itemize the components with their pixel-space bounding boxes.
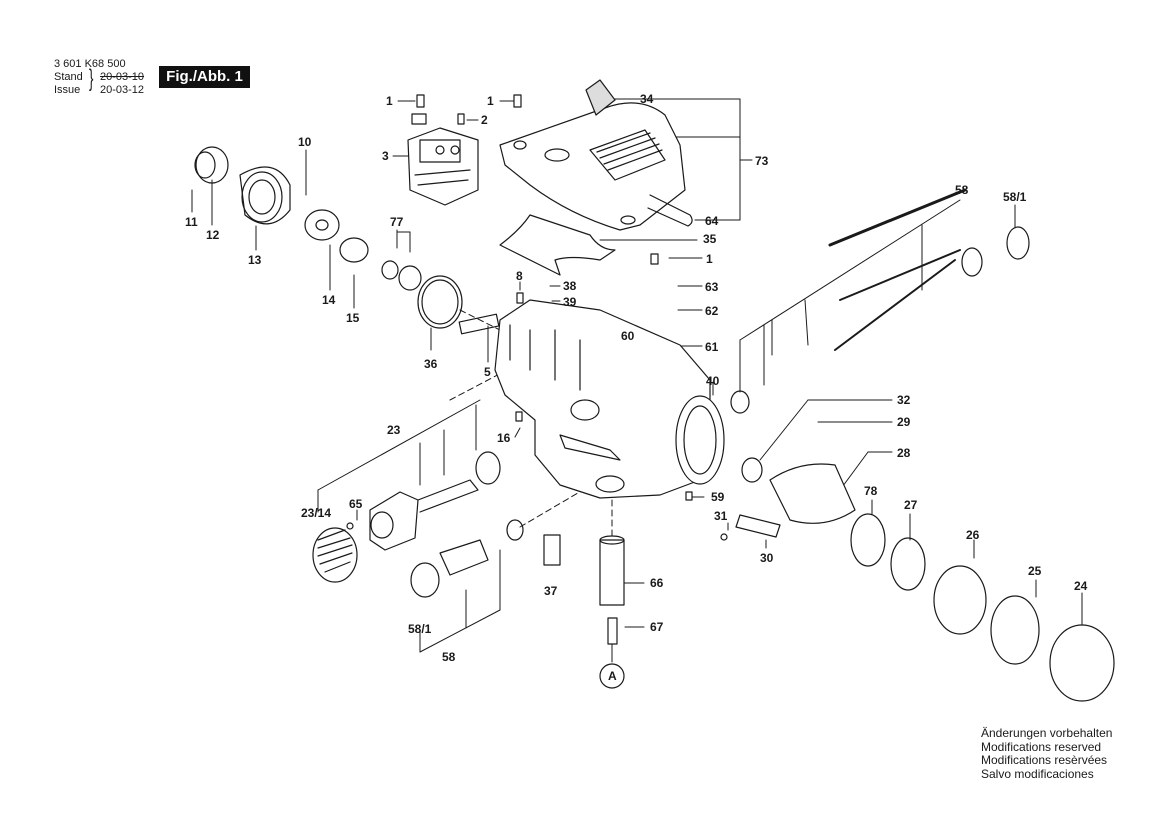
callout-67: 67	[650, 620, 664, 634]
callout-59: 59	[711, 490, 725, 504]
callout-60: 60	[621, 329, 635, 343]
cover-plate-35	[499, 214, 616, 276]
prism-34	[585, 79, 616, 116]
callout-25: 25	[1028, 564, 1042, 578]
callout-2: 2	[481, 113, 488, 127]
eyepiece-parts-left	[194, 146, 500, 335]
handle-cover-73	[499, 102, 693, 231]
callout-12: 12	[206, 228, 220, 242]
callout-58-1a: 58/1	[408, 622, 432, 636]
callout-65: 65	[349, 497, 363, 511]
note-fr: Modifications resèrvées	[981, 753, 1108, 767]
callout-66: 66	[650, 576, 664, 590]
callout-61: 61	[705, 340, 719, 354]
callout-58-1b: 58/1	[1003, 190, 1027, 204]
callout-14: 14	[322, 293, 336, 307]
issue-label: Issue	[54, 84, 81, 96]
callout-37: 37	[544, 584, 558, 598]
callout-5: 5	[484, 365, 491, 379]
modification-notes: Änderungen vorbehalten Modifications res…	[981, 726, 1113, 781]
callout-40: 40	[706, 374, 720, 388]
callout-35: 35	[703, 232, 717, 246]
callout-23-14: 23/14	[301, 506, 331, 520]
callout-30: 30	[760, 551, 774, 565]
callout-A: A	[608, 669, 617, 683]
callout-3: 3	[382, 149, 389, 163]
note-es: Salvo modificaciones	[981, 766, 1094, 781]
callout-77: 77	[390, 215, 404, 229]
callout-64: 64	[705, 214, 719, 228]
callout-1c: 1	[706, 252, 713, 266]
callout-34: 34	[640, 92, 654, 106]
callout-62: 62	[705, 304, 719, 318]
callout-16: 16	[497, 431, 511, 445]
callout-23: 23	[387, 423, 401, 437]
callout-15: 15	[346, 311, 360, 325]
leader-lines	[191, 98, 1083, 663]
callout-38: 38	[563, 279, 577, 293]
date-brace: }	[89, 65, 94, 92]
callout-13: 13	[248, 253, 262, 267]
stand-label: Stand	[54, 71, 83, 83]
callout-31: 31	[714, 509, 728, 523]
note-en: Modifications reserved	[981, 739, 1102, 754]
callout-78: 78	[864, 484, 878, 498]
callout-24: 24	[1074, 579, 1088, 593]
callout-1a: 1	[386, 94, 393, 108]
right-optics	[720, 188, 1115, 702]
callout-73: 73	[755, 154, 769, 168]
stand-date: 20-03-10	[100, 71, 145, 83]
main-housing	[494, 299, 725, 499]
note-de: Änderungen vorbehalten	[981, 726, 1113, 740]
callout-28: 28	[897, 446, 911, 460]
callout-26: 26	[966, 528, 980, 542]
callout-63: 63	[705, 280, 719, 294]
callout-36: 36	[424, 357, 438, 371]
callout-27: 27	[904, 498, 918, 512]
part-number: 3 601 K68 500	[54, 58, 126, 70]
lower-parts	[346, 522, 625, 689]
issue-date: 20-03-12	[100, 84, 145, 96]
switch-assembly-3	[407, 127, 479, 206]
callout-8: 8	[516, 269, 523, 283]
callout-32: 32	[897, 393, 911, 407]
callout-10: 10	[298, 135, 312, 149]
callout-58b: 58	[955, 183, 969, 197]
callout-labels: 1 1 2 3 34 73 64 35 1 63 62 61 38 39 60 …	[185, 92, 1088, 683]
callout-39: 39	[563, 295, 577, 309]
focus-knob-23	[312, 451, 524, 598]
figure-label: Fig./Abb. 1	[159, 66, 250, 88]
callout-58a: 58	[442, 650, 456, 664]
callout-11: 11	[185, 215, 198, 229]
callout-29: 29	[897, 415, 911, 429]
callout-1b: 1	[487, 94, 494, 108]
